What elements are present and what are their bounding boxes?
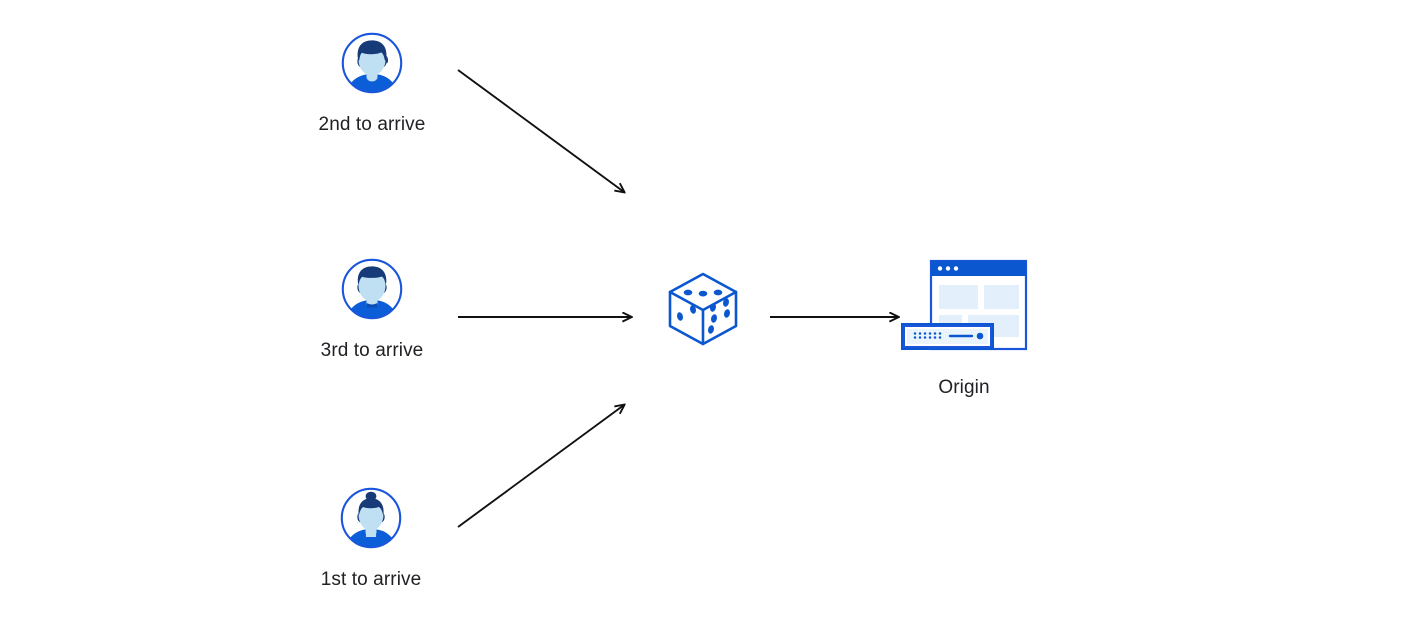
user-avatar-female-icon: [340, 487, 402, 549]
connector-1st-to-dice: [457, 405, 624, 528]
origin-server-icon: [898, 258, 1030, 368]
node-label-user-3rd: 3rd to arrive: [320, 340, 424, 361]
user-avatar-icon: [341, 32, 403, 94]
dice-icon: [666, 271, 740, 347]
server-appliance-icon: [901, 323, 994, 350]
node-label-origin: Origin: [938, 377, 990, 398]
user-avatar-icon: [341, 258, 403, 320]
node-label-user-2nd: 2nd to arrive: [318, 114, 426, 135]
node-label-user-1st: 1st to arrive: [320, 569, 422, 590]
